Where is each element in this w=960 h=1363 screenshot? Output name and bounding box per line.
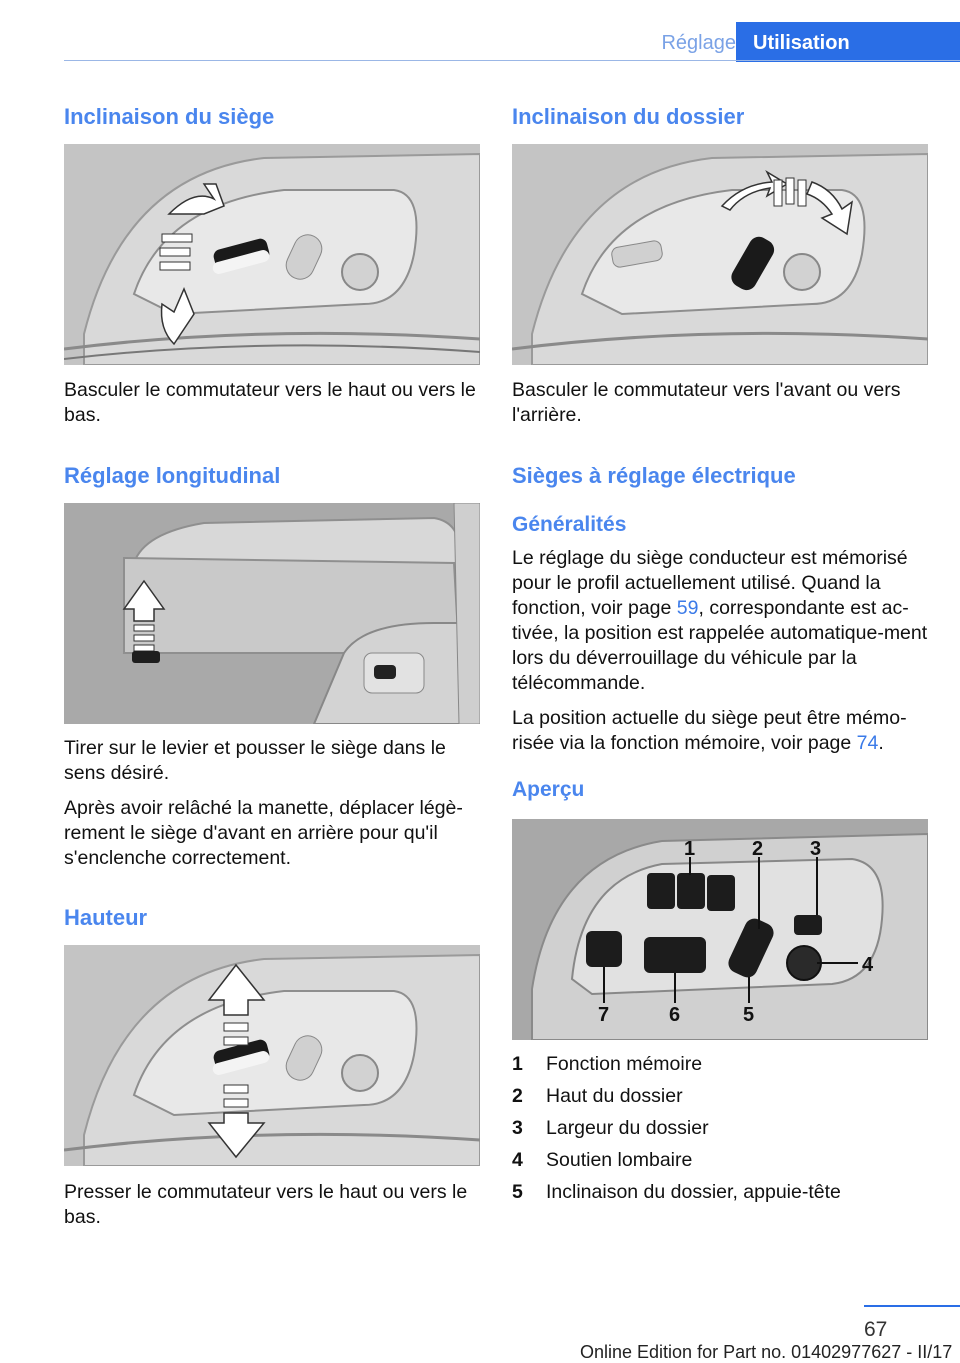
- page-link-74[interactable]: 74: [856, 732, 879, 754]
- backrest-text: Basculer le commutateur vers l'avant ou …: [512, 379, 901, 426]
- callout-1: 1: [684, 838, 695, 860]
- longitudinal-title: Réglage longitudinal: [64, 463, 281, 488]
- tilt-title: Inclinaison du siège: [64, 104, 275, 129]
- seat-tilt-illustration: [64, 144, 480, 365]
- callout-6: 6: [669, 1004, 680, 1026]
- general-text-1: Le réglage du siège conducteur est mémor…: [512, 547, 928, 694]
- header-divider: [64, 60, 960, 61]
- overview-title: Aperçu: [512, 778, 585, 801]
- callout-7: 7: [598, 1004, 609, 1026]
- backrest-title: Inclinaison du dossier: [512, 104, 745, 129]
- seat-controls-overview-illustration: 1 2 3 4 5 6 7: [512, 819, 928, 1040]
- callout-2: 2: [752, 838, 763, 860]
- height-title: Hauteur: [64, 905, 148, 930]
- general-title: Généralités: [512, 513, 627, 536]
- seat-longitudinal-illustration: [64, 503, 480, 724]
- height-text: Presser le commutateur vers le haut ou v…: [64, 1181, 468, 1228]
- general-text-2: La position actuelle du siège peut être …: [512, 707, 907, 754]
- footer-divider: [864, 1305, 960, 1307]
- edition-note: Online Edition for Part no. 01402977627 …: [580, 1342, 953, 1362]
- longitudinal-text-2: Après avoir relâché la manette, déplacer…: [64, 797, 463, 869]
- electric-seats-title: Sièges à réglage électrique: [512, 463, 796, 488]
- seat-height-illustration: [64, 945, 480, 1166]
- callout-3: 3: [810, 838, 821, 860]
- callout-4: 4: [862, 954, 874, 976]
- page-number: 67: [864, 1318, 888, 1341]
- callout-5: 5: [743, 1004, 754, 1026]
- section-tab-utilisation[interactable]: Utilisation: [736, 22, 960, 62]
- tilt-text: Basculer le commutateur vers le haut ou …: [64, 379, 476, 426]
- section-tab-reglage[interactable]: Réglage: [661, 32, 736, 54]
- longitudinal-text-1: Tirer sur le levier et pousser le siège …: [64, 737, 446, 784]
- page-link-59[interactable]: 59: [676, 597, 699, 619]
- backrest-tilt-illustration: [512, 144, 928, 365]
